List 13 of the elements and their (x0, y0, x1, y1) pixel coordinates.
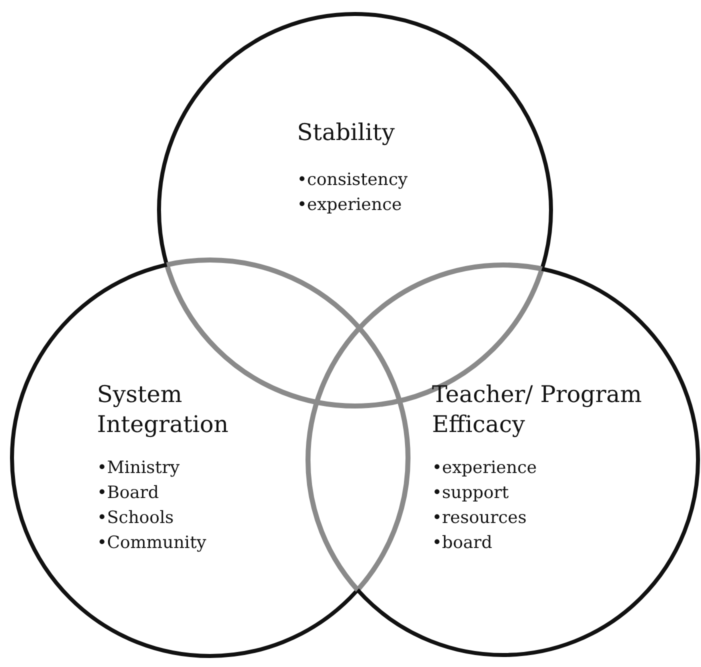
bullet-item: •Board (97, 482, 159, 505)
bullet-item: •Community (97, 532, 206, 555)
set-title: Stability (297, 119, 396, 148)
bullet-item: •board (432, 532, 492, 555)
set-title: System Integration (97, 381, 230, 440)
bullet-item: •resources (432, 507, 527, 530)
set-title: Teacher/ Program Efficacy (432, 381, 643, 440)
bullet-item: •Ministry (97, 457, 180, 480)
bullet-item: •experience (297, 194, 402, 217)
bullet-item: •Schools (97, 507, 174, 530)
bullet-item: •consistency (297, 169, 408, 192)
bullet-item: •support (432, 482, 509, 505)
bullet-item: •experience (432, 457, 537, 480)
